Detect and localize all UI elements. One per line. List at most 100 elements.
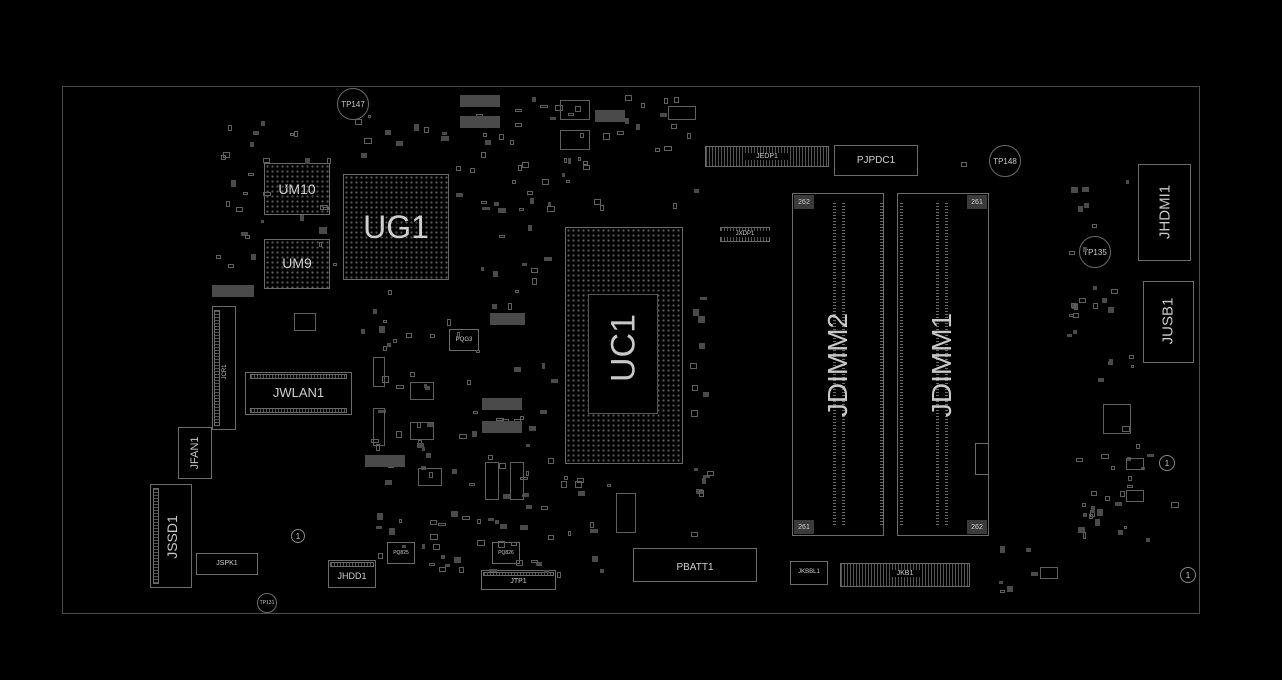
passive-component <box>1095 519 1100 526</box>
jwlan1-connector[interactable] <box>245 372 352 415</box>
passive-component <box>383 346 387 351</box>
passive-component <box>499 235 505 238</box>
jssd1-connector[interactable] <box>150 484 192 588</box>
passive-component <box>477 519 481 524</box>
passive-component <box>542 179 549 185</box>
passive-component <box>1000 546 1005 553</box>
passive-component <box>526 505 532 509</box>
passive-component <box>1115 502 1122 506</box>
passive-component <box>228 264 234 268</box>
passive-component <box>327 158 331 164</box>
testpoint-tp135[interactable]: TP135 <box>1079 236 1111 268</box>
jhdmi1-connector[interactable] <box>1138 164 1191 261</box>
jusb1-connector[interactable] <box>1143 281 1194 363</box>
passive-component <box>216 255 221 259</box>
passive-component <box>1108 307 1114 313</box>
passive-component <box>393 339 397 343</box>
pjpdc1-connector[interactable] <box>834 145 918 176</box>
jdimm1-slot[interactable] <box>897 193 989 536</box>
passive-component <box>548 535 554 540</box>
passive-component <box>617 131 624 135</box>
passive-component <box>526 471 529 476</box>
jkbbl1-connector[interactable] <box>790 561 828 585</box>
jtp1-connector[interactable] <box>481 570 556 590</box>
testpoint-tp131[interactable]: TP131 <box>257 593 277 613</box>
passive-component <box>1031 572 1038 576</box>
jhdd1-connector[interactable] <box>328 560 376 588</box>
jwlan1-pins-top <box>250 374 347 379</box>
passive-component <box>361 153 367 158</box>
passive-component <box>1091 506 1095 513</box>
pq826-mosfet[interactable] <box>492 542 520 564</box>
passive-component <box>503 494 511 499</box>
passive-component <box>1103 404 1131 434</box>
passive-component <box>664 146 672 151</box>
um9-chip[interactable] <box>264 239 330 289</box>
passive-component <box>442 132 447 135</box>
passive-component <box>1128 476 1132 481</box>
uc1-die <box>588 294 658 414</box>
pqg3-mosfet[interactable] <box>449 329 479 351</box>
passive-component <box>1076 458 1083 462</box>
passive-component <box>469 483 475 486</box>
passive-component <box>290 133 294 136</box>
passive-component <box>577 478 584 483</box>
passive-component <box>305 158 310 164</box>
passive-component <box>495 520 499 524</box>
pbatt1-connector[interactable] <box>633 548 757 582</box>
passive-component <box>376 526 382 529</box>
testpoint-tp147[interactable]: TP147 <box>337 88 369 120</box>
passive-component <box>1026 548 1031 552</box>
passive-component <box>333 263 337 266</box>
jcr-label: JCR1 <box>222 364 228 380</box>
passive-component <box>522 263 527 266</box>
passive-component <box>1129 355 1134 359</box>
passive-component <box>561 481 567 488</box>
passive-component <box>1126 490 1144 502</box>
passive-component <box>568 113 574 116</box>
passive-component <box>383 320 387 323</box>
passive-component <box>499 463 506 469</box>
passive-component <box>373 309 377 314</box>
passive-component <box>514 367 521 372</box>
um10-chip[interactable] <box>264 163 330 215</box>
jdimm2-pins-right <box>842 203 845 526</box>
passive-component <box>674 97 679 103</box>
pq825-mosfet[interactable] <box>387 542 415 564</box>
passive-component <box>625 118 629 124</box>
passive-component <box>430 520 437 525</box>
passive-component <box>671 124 677 129</box>
testpoint-tp148[interactable]: TP148 <box>989 145 1021 177</box>
jfan1-connector[interactable] <box>178 427 212 479</box>
pin1-mark-right-lower: 1 <box>1180 567 1196 583</box>
jhdd1-label: JHDD1 <box>337 571 367 581</box>
passive-component <box>1078 527 1085 533</box>
passive-component <box>664 98 668 104</box>
passive-component <box>1069 251 1075 255</box>
passive-component <box>1071 303 1076 308</box>
passive-component <box>568 158 571 164</box>
passive-component <box>592 556 598 562</box>
passive-component <box>490 313 525 325</box>
passive-component <box>511 542 517 546</box>
jcr-connector[interactable] <box>212 306 236 430</box>
passive-component <box>641 103 645 108</box>
passive-component <box>1101 454 1109 459</box>
passive-component <box>429 563 435 566</box>
passive-component <box>424 127 429 133</box>
passive-component <box>1083 513 1087 517</box>
passive-component <box>373 408 385 446</box>
passive-component <box>694 189 699 193</box>
passive-component <box>1093 286 1097 290</box>
passive-component <box>548 202 551 206</box>
jcr2-small-connector[interactable] <box>975 443 989 475</box>
jfan1-label: JFAN1 <box>189 436 201 470</box>
jspk1-connector[interactable] <box>196 553 258 575</box>
ug1-gpu-chip[interactable] <box>343 174 449 280</box>
passive-component <box>496 418 504 421</box>
passive-component <box>439 567 446 572</box>
jdimm2-slot[interactable] <box>792 193 884 536</box>
passive-component <box>261 220 264 223</box>
passive-component <box>673 203 677 209</box>
ug1-label: UG1 <box>363 209 429 245</box>
